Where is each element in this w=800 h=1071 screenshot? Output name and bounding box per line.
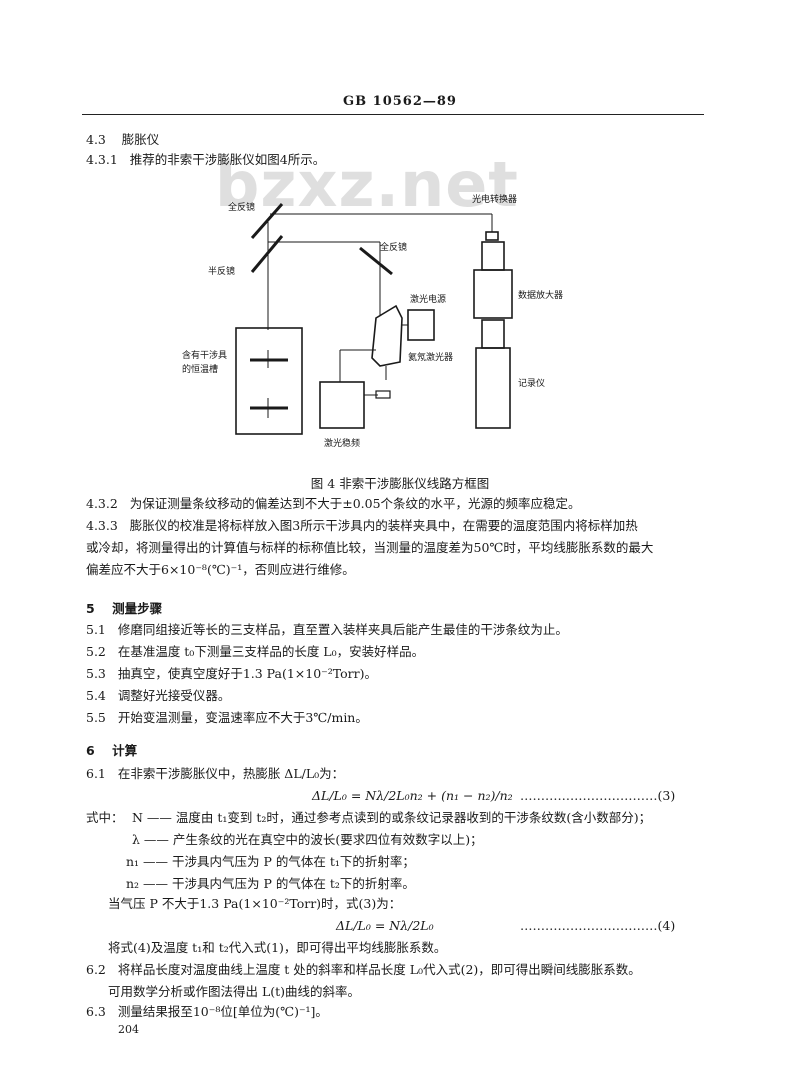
definition-N: N —— 温度由 t₁变到 t₂时，通过参考点读到的或条纹记录器收到的干涉条纹数…	[132, 810, 652, 825]
section-title: 测量步骤	[112, 601, 163, 616]
half-mirror	[250, 235, 284, 273]
clause-5-5: 5.5 开始变温测量，变温速率应不大于3℃/min。	[86, 710, 368, 726]
section-4-3: 4.3 膨胀仪	[86, 132, 159, 148]
label-thermostat-1: 含有干涉具	[182, 349, 227, 361]
label-he-ne-laser: 氦氖激光器	[408, 351, 453, 363]
section-number: 4.3	[86, 132, 106, 147]
clause-text: 在基准温度 t₀下测量三支样品的长度 L₀，安装好样品。	[117, 644, 425, 659]
clause-6-2: 6.2 将样品长度对温度曲线上温度 t 处的斜率和样品长度 L₀代入式(2)，即…	[86, 962, 641, 978]
pressure-condition: 当气压 P 不大于1.3 Pa(1×10⁻²Torr)时，式(3)为：	[108, 896, 402, 911]
label-recorder: 记录仪	[518, 378, 545, 389]
clause-text: 修磨同组接近等长的三支样品，直至置入装样夹具后能产生最佳的干涉条纹为止。	[117, 622, 568, 637]
clause-4-3-2: 4.3.2 为保证测量条纹移动的偏差达到不大于±0.05个条纹的水平，光源的频率…	[86, 496, 581, 512]
equation-4: ΔL/L₀ = Nλ/2L₀	[336, 918, 434, 933]
clause-5-1: 5.1 修磨同组接近等长的三支样品，直至置入装样夹具后能产生最佳的干涉条纹为止。	[86, 622, 568, 638]
equation-3-number: ……………………………(3)	[520, 788, 676, 803]
header-rule	[82, 114, 704, 115]
definition-n2: n₂ —— 干涉具内气压为 P 的气体在 t₂下的折射率。	[126, 876, 415, 891]
full-mirror-right	[359, 246, 393, 276]
clause-number: 6.2	[86, 962, 106, 977]
figure-caption: 图 4 非索干涉膨胀仪线路方框图	[310, 476, 490, 491]
clause-text: 测量结果报至10⁻⁸位[单位为(℃)⁻¹]。	[117, 1004, 328, 1019]
substitution-text: 将式(4)及温度 t₁和 t₂代入式(1)，即可得出平均线膨胀系数。	[108, 940, 447, 955]
definition-n1: n₁ —— 干涉具内气压为 P 的气体在 t₁下的折射率；	[126, 854, 415, 869]
clause-4-3-3-line-2: 或冷却，将测量得出的计算值与标样的标称值比较，当测量的温度差为50℃时，平均线膨…	[86, 540, 654, 555]
label-laser-stabilizer: 激光稳频	[324, 437, 360, 449]
section-number: 5	[86, 601, 95, 616]
clause-number: 4.3.1	[86, 152, 118, 167]
definition-lambda: λ —— 产生条纹的光在真空中的波长(要求四位有效数字以上)；	[132, 832, 483, 847]
data-amplifier-box	[473, 269, 513, 319]
section-title: 膨胀仪	[121, 132, 160, 147]
photo-converter	[485, 231, 499, 241]
clause-5-4: 5.4 调整好光接受仪器。	[86, 688, 230, 704]
clause-4-3-1: 4.3.1 推荐的非索干涉膨胀仪如图4所示。	[86, 152, 325, 168]
label-thermostat-2: 的恒温槽	[182, 363, 218, 375]
label-half-mirror: 半反镜	[208, 265, 235, 277]
watermark: bzxz.net	[215, 148, 519, 221]
clause-6-2-line-2: 可用数学分析或作图法得出 L(t)曲线的斜率。	[108, 984, 361, 999]
label-full-mirror-right: 全反镜	[380, 241, 407, 253]
clause-text: 在非索干涉膨胀仪中，热膨胀 ΔL/L₀为：	[117, 766, 345, 781]
clause-text: 调整好光接受仪器。	[117, 688, 231, 703]
clause-text-line-1: 将样品长度对温度曲线上温度 t 处的斜率和样品长度 L₀代入式(2)，即可得出瞬…	[117, 962, 641, 977]
label-full-mirror-left: 全反镜	[228, 201, 255, 213]
clause-4-3-3: 4.3.3 膨胀仪的校准是将标样放入图3所示干涉具内的装样夹具中，在需要的温度范…	[86, 518, 638, 534]
section-5: 5 测量步骤	[86, 598, 162, 617]
clause-number: 5.2	[86, 644, 106, 659]
page-number: 204	[118, 1023, 139, 1036]
clause-number: 4.3.3	[86, 518, 118, 533]
clause-5-2: 5.2 在基准温度 t₀下测量三支样品的长度 L₀，安装好样品。	[86, 644, 424, 660]
clause-6-3: 6.3 测量结果报至10⁻⁸位[单位为(℃)⁻¹]。	[86, 1004, 328, 1020]
clause-text: 推荐的非索干涉膨胀仪如图4所示。	[129, 152, 326, 167]
laser-stabilizer-box	[319, 381, 365, 429]
clause-number: 5.4	[86, 688, 106, 703]
clause-text: 开始变温测量，变温速率应不大于3℃/min。	[117, 710, 368, 725]
full-mirror-left	[250, 203, 284, 239]
label-photo-converter: 光电转换器	[472, 193, 517, 205]
clause-text-line-1: 膨胀仪的校准是将标样放入图3所示干涉具内的装样夹具中，在需要的温度范围内将标样加…	[129, 518, 638, 533]
label-laser-power: 激光电源	[410, 293, 446, 305]
clause-number: 5.1	[86, 622, 106, 637]
clause-number: 6.1	[86, 766, 106, 781]
he-ne-laser	[371, 304, 403, 367]
clause-number: 4.3.2	[86, 496, 118, 511]
laser-power-box	[407, 309, 435, 341]
clause-text: 为保证测量条纹移动的偏差达到不大于±0.05个条纹的水平，光源的频率应稳定。	[129, 496, 581, 511]
recorder-box	[475, 347, 511, 429]
figure-4-block-diagram: 全反镜 半反镜 全反镜 光电转换器 数据放大器 激光电源 氦氖激光器 含有干涉具…	[182, 193, 563, 449]
clause-number: 5.3	[86, 666, 106, 681]
section-number: 6	[86, 743, 95, 758]
equation-3: ΔL/L₀ = Nλ/2L₀n₂ + (n₁ − n₂)/n₂	[312, 788, 513, 803]
clause-4-3-3-line-3: 偏差应不大于6×10⁻⁸(℃)⁻¹，否则应进行维修。	[86, 562, 355, 577]
thermostat-box	[235, 327, 303, 435]
clause-6-1: 6.1 在非索干涉膨胀仪中，热膨胀 ΔL/L₀为：	[86, 766, 344, 782]
section-6: 6 计算	[86, 740, 137, 759]
label-data-amplifier: 数据放大器	[518, 289, 563, 301]
where-label: 式中：	[86, 810, 124, 825]
document-header: GB 10562—89	[343, 94, 457, 109]
clause-5-3: 5.3 抽真空，使真空度好于1.3 Pa(1×10⁻²Torr)。	[86, 666, 377, 682]
section-title: 计算	[112, 743, 138, 758]
clause-number: 6.3	[86, 1004, 106, 1019]
equation-4-number: ……………………………(4)	[520, 918, 676, 933]
clause-text: 抽真空，使真空度好于1.3 Pa(1×10⁻²Torr)。	[117, 666, 378, 681]
clause-number: 5.5	[86, 710, 106, 725]
